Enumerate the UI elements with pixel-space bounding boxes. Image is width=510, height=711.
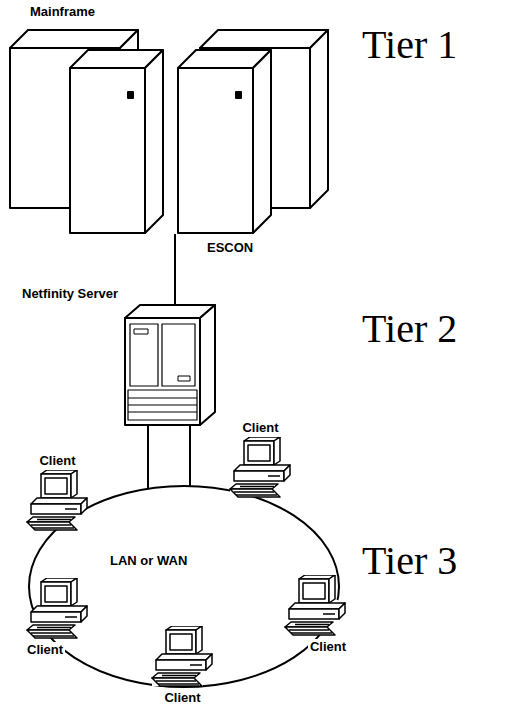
client-node: Client (25, 453, 90, 532)
mainframe-illustration (10, 30, 328, 233)
client-node: Client (228, 420, 293, 499)
mainframe-illustration (200, 30, 328, 48)
server-illustration (125, 318, 200, 425)
client-computer (285, 575, 345, 635)
server-illustration (128, 390, 197, 420)
node-label: Client (37, 453, 77, 468)
connector-line (148, 425, 190, 489)
mainframe-node: Mainframe (10, 4, 334, 234)
mainframe-illustration (178, 68, 253, 233)
node-label: Client (240, 420, 280, 435)
server-illustration (128, 397, 197, 398)
connector-label: ESCON (205, 240, 255, 255)
client-computer (25, 578, 90, 640)
client-node: Client (283, 575, 348, 654)
mainframe-illustration (128, 92, 133, 98)
mainframe-illustration (310, 30, 328, 208)
client-computer (230, 437, 290, 497)
server-illustration (134, 329, 148, 334)
server-illustration (128, 411, 197, 412)
client-computer (283, 575, 348, 637)
client-computer (152, 626, 212, 686)
node-label: Mainframe (30, 4, 334, 19)
server-illustration (178, 376, 190, 381)
client-computer (27, 470, 87, 530)
client-computer (25, 470, 90, 532)
mainframe-illustration (10, 30, 138, 48)
connector-line (174, 234, 176, 305)
mainframe-illustration (253, 50, 271, 233)
client-node: Client (150, 626, 215, 705)
client-computer (150, 626, 215, 688)
node-label: Client (25, 642, 65, 657)
node-label: Client (162, 690, 202, 705)
client-computer (228, 437, 293, 499)
tier-label: Tier 2 (362, 306, 457, 352)
node-label: Client (308, 639, 348, 654)
node-label: LAN or WAN (110, 553, 187, 568)
mainframe-illustration (70, 68, 145, 233)
server-illustration (128, 404, 197, 405)
client-computer (27, 578, 87, 638)
server-node: Netfinity Server (125, 305, 215, 425)
server-illustration (125, 305, 215, 425)
server-illustration (200, 305, 215, 425)
node-label: Netfinity Server (22, 286, 118, 301)
mainframe-illustration (236, 92, 241, 98)
server-illustration (162, 324, 195, 386)
client-node: Client (25, 578, 90, 657)
tier-label: Tier 1 (362, 22, 457, 68)
server-illustration (130, 324, 158, 386)
tier-label: Tier 3 (362, 538, 457, 584)
mainframe-illustration (145, 50, 163, 233)
